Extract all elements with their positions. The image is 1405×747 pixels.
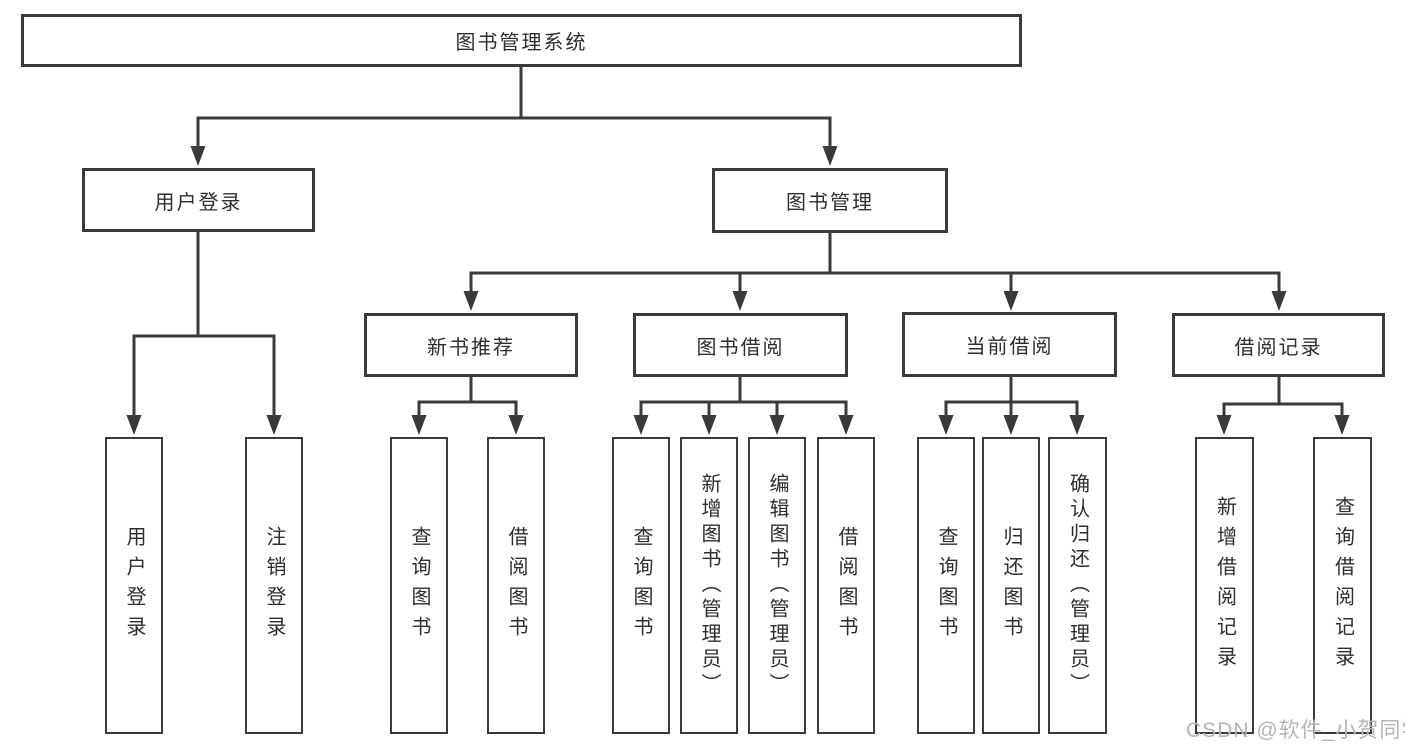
csdn-watermark: CSDN @软件_小贺同学 [1186, 719, 1405, 742]
leaf-logout-label: 注销登录 [263, 525, 285, 646]
node-borrow-records-label: 借阅记录 [1234, 336, 1323, 359]
leaf-add-borrow-record-label: 新增借阅记录 [1213, 495, 1236, 676]
node-current-borrow: 当前借阅 [902, 312, 1117, 377]
leaf-query-books-current-label: 查询图书 [935, 525, 957, 646]
leaf-query-books-current: 查询图书 [917, 437, 975, 734]
node-root-label: 图书管理系统 [455, 32, 588, 54]
leaf-confirm-return-admin: 确认归还（管理员） [1048, 437, 1107, 734]
leaf-logout: 注销登录 [245, 437, 303, 734]
leaf-add-books-admin: 新增图书（管理员） [680, 437, 738, 734]
node-current-borrow-label: 当前借阅 [965, 336, 1054, 358]
leaf-user-login-label: 用户登录 [123, 525, 145, 646]
leaf-query-books-borrow-label: 查询图书 [630, 525, 652, 646]
node-root: 图书管理系统 [21, 14, 1022, 67]
node-book-management: 图书管理 [712, 168, 948, 233]
leaf-query-borrow-record: 查询借阅记录 [1313, 437, 1372, 734]
node-new-book-recommend: 新书推荐 [364, 313, 578, 377]
leaf-edit-books-admin-label: 编辑图书（管理员） [766, 473, 788, 698]
leaf-borrow-books-newrec: 借阅图书 [487, 437, 545, 734]
leaf-query-borrow-record-label: 查询借阅记录 [1331, 495, 1354, 676]
node-book-borrow-label: 图书借阅 [696, 336, 785, 359]
leaf-borrow-books-borrow: 借阅图书 [817, 437, 875, 734]
leaf-edit-books-admin: 编辑图书（管理员） [748, 437, 806, 734]
node-new-book-recommend-label: 新书推荐 [427, 336, 515, 359]
leaf-borrow-books-newrec-label: 借阅图书 [505, 525, 527, 646]
node-book-borrow: 图书借阅 [633, 313, 848, 377]
leaf-query-books-newrec: 查询图书 [390, 437, 448, 734]
node-user-login-label: 用户登录 [154, 191, 243, 214]
leaf-query-books-borrow: 查询图书 [612, 437, 670, 734]
node-book-management-label: 图书管理 [786, 192, 874, 214]
leaf-add-books-admin-label: 新增图书（管理员） [698, 473, 720, 698]
leaf-return-books: 归还图书 [982, 437, 1040, 734]
leaf-return-books-label: 归还图书 [1000, 525, 1022, 646]
leaf-confirm-return-admin-label: 确认归还（管理员） [1066, 473, 1089, 698]
node-borrow-records: 借阅记录 [1172, 313, 1385, 377]
leaf-user-login: 用户登录 [105, 437, 163, 734]
node-user-login: 用户登录 [82, 168, 315, 232]
leaf-add-borrow-record: 新增借阅记录 [1195, 437, 1254, 734]
leaf-query-books-newrec-label: 查询图书 [408, 525, 430, 646]
leaf-borrow-books-borrow-label: 借阅图书 [835, 525, 857, 646]
